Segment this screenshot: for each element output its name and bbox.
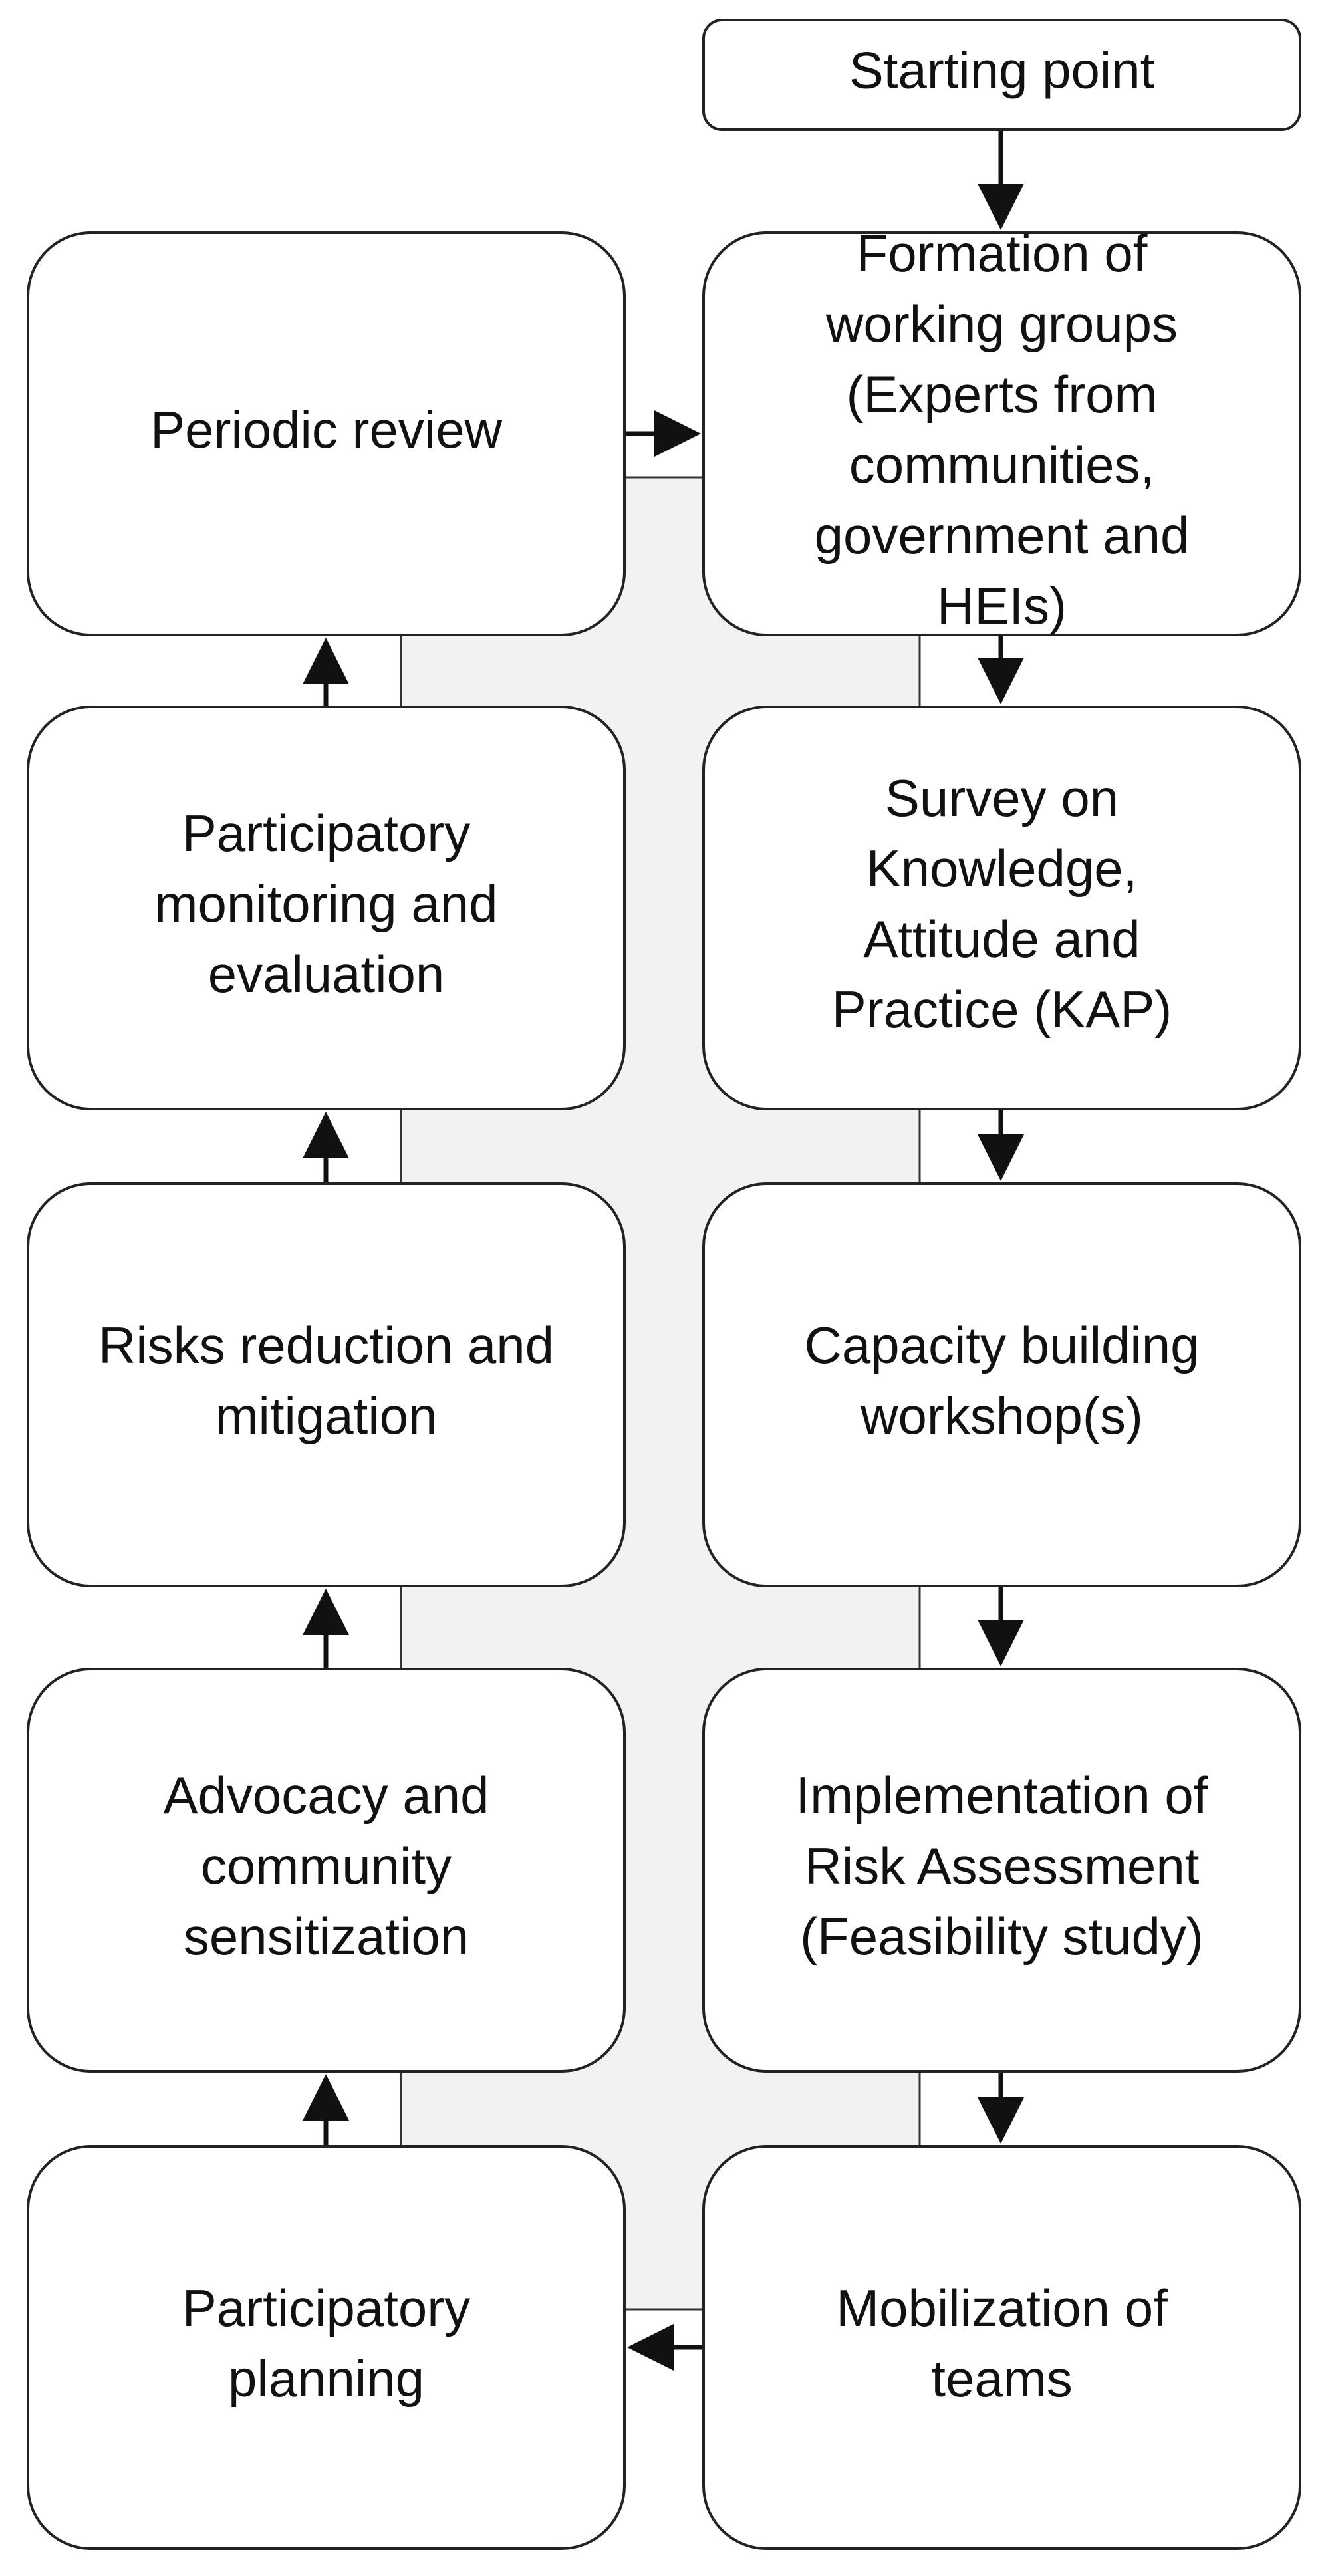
box-capacity-building-label-line: workshop(s) <box>860 1386 1143 1445</box>
box-periodic-review-label-line: Periodic review <box>150 400 503 459</box>
box-participatory-planning: Participatory planning <box>27 2145 626 2550</box>
box-formation-working-groups-label-line: government and <box>815 506 1190 565</box>
box-advocacy-label-line: community <box>201 1837 452 1895</box>
box-formation-working-groups-label-line: (Experts from <box>846 365 1157 424</box>
box-risk-assessment-label-line: Implementation of <box>795 1766 1208 1825</box>
box-risks-reduction-label-line: mitigation <box>215 1386 438 1445</box>
box-mobilization-shape <box>702 2145 1301 2550</box>
box-survey-kap-label-line: Knowledge, <box>866 839 1138 898</box>
box-capacity-building-label-line: Capacity building <box>804 1316 1199 1374</box>
box-survey-kap-label-line: Practice (KAP) <box>832 980 1172 1039</box>
box-mobilization-label-line: teams <box>931 2349 1072 2408</box>
box-advocacy-label-line: sensitization <box>184 1907 469 1966</box>
box-participatory-planning-shape <box>27 2145 626 2550</box>
box-survey-kap-label-line: Survey on <box>885 769 1119 827</box>
box-advocacy: Advocacy and community sensitization <box>27 1668 626 2073</box>
box-advocacy-shape <box>27 1668 626 2073</box>
box-risks-reduction-label-line: Risks reduction and <box>98 1316 554 1374</box>
box-capacity-building-shape <box>702 1182 1301 1587</box>
box-risks-reduction-shape <box>27 1182 626 1587</box>
box-participatory-planning-label-line: planning <box>228 2349 424 2408</box>
starting-point-shape <box>702 19 1301 131</box>
box-advocacy-label-line: Advocacy and <box>164 1766 489 1825</box>
box-capacity-building: Capacity building workshop(s) <box>702 1182 1301 1587</box>
box-risk-assessment-label-line: Risk Assessment <box>805 1837 1200 1895</box>
box-formation-working-groups-label-line: communities, <box>849 436 1154 494</box>
box-survey-kap-shape <box>702 706 1301 1110</box>
box-participatory-monitoring-label-line: evaluation <box>208 945 445 1003</box>
box-participatory-planning-label-line: Participatory <box>182 2279 471 2337</box>
box-periodic-review-shape <box>27 231 626 636</box>
box-formation-working-groups-label-line: working groups <box>825 295 1178 353</box>
box-participatory-monitoring: Participatory monitoring and evaluation <box>27 706 626 1110</box>
box-periodic-review: Periodic review <box>27 231 626 636</box>
box-risks-reduction: Risks reduction and mitigation <box>27 1182 626 1587</box>
arrows-layer <box>303 130 1024 2371</box>
box-formation-working-groups: Formation of working groups (Experts from c… <box>702 224 1301 636</box>
box-formation-working-groups-shape <box>702 231 1301 636</box>
box-participatory-monitoring-shape <box>27 706 626 1110</box>
starting-point-box: Starting point <box>702 19 1301 131</box>
box-mobilization-label-line: Mobilization of <box>836 2279 1168 2337</box>
box-participatory-monitoring-label-line: Participatory <box>182 804 471 862</box>
box-survey-kap: Survey on Knowledge, Attitude andPractice … <box>702 706 1301 1110</box>
box-mobilization: Mobilization of teams <box>702 2145 1301 2550</box>
box-formation-working-groups-label-line: HEIs) <box>937 577 1067 635</box>
box-risk-assessment-shape <box>702 1668 1301 2073</box>
box-survey-kap-label-line: Attitude and <box>863 910 1140 968</box>
box-risk-assessment: Implementation of Risk Assessment (Feasibi… <box>702 1668 1301 2073</box>
starting-point-label: Starting point <box>849 41 1155 100</box>
box-formation-working-groups-label-line: Formation of <box>857 224 1148 283</box>
box-participatory-monitoring-label-line: monitoring and <box>155 874 498 933</box>
box-risk-assessment-label-line: (Feasibility study) <box>800 1907 1204 1966</box>
